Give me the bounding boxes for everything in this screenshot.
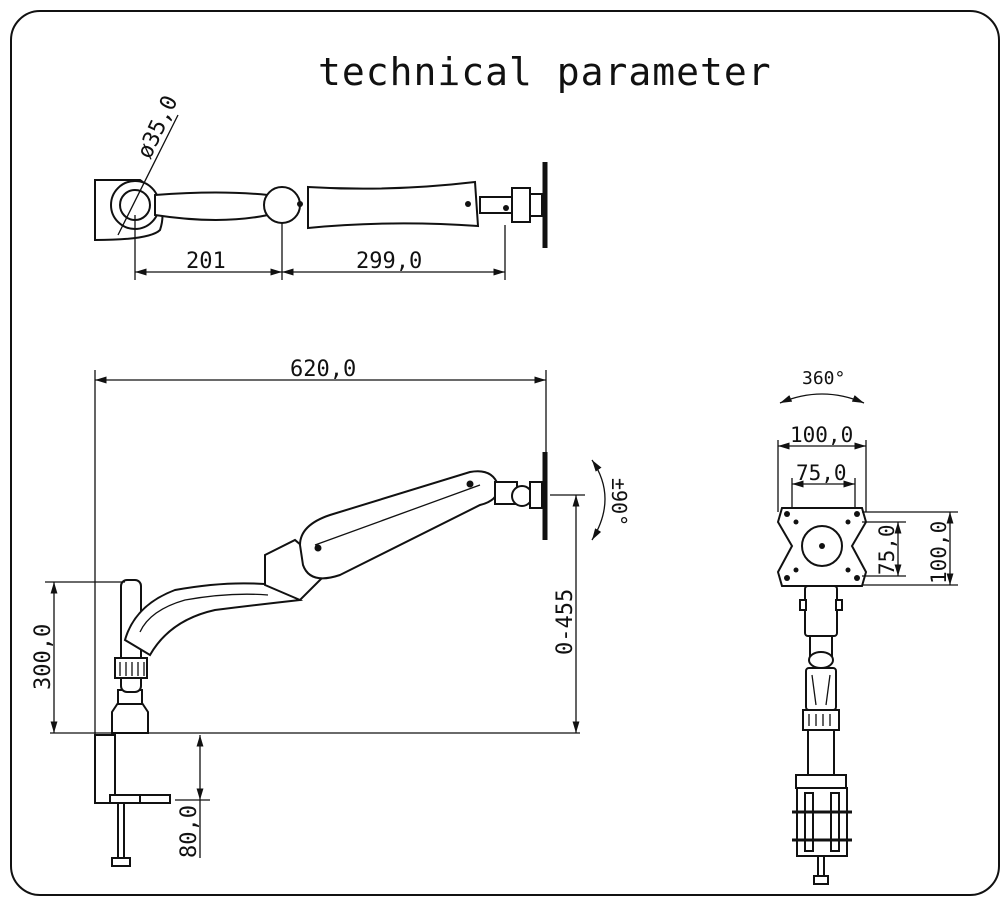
side-view: 620,0 ±90° [31,357,631,867]
front-clamp-slot-left [804,792,814,852]
front-base [795,774,847,789]
front-arm-detail [811,674,831,706]
tilt-label: ±90° [607,478,631,526]
front-bracket-tab-right [835,599,843,611]
top-arm-screw [465,201,471,207]
upper-arm-screw-1 [314,544,322,552]
clamp-knob [111,857,131,867]
front-pole [807,729,835,776]
vesa-h75-label: 75,0 [875,524,899,575]
top-arm-1 [154,191,269,221]
vesa-hole-5 [793,519,799,525]
side-vesa-connector [529,481,543,509]
front-view: 360° 100,0 75,0 100,0 75,0 [776,368,958,885]
reach-label: 620,0 [290,357,356,382]
top-vesa-connector [529,193,543,217]
top-arm-2-label: 299,0 [356,249,422,274]
upper-arm-screw-2 [466,480,474,488]
front-elbow-knob [808,651,834,669]
vesa-h100-label: 100,0 [927,521,951,584]
clamp-pad [109,794,141,804]
front-arm-body [805,667,837,711]
height-range-label: 0-455 [553,589,578,655]
front-clamp-knob [813,875,829,885]
side-upper-arm [298,470,500,580]
top-tilt-bracket [511,187,531,223]
top-arm-2 [307,180,480,230]
side-lower-arm [123,582,304,657]
pole-height-label: 300,0 [31,624,56,690]
vesa-hole-8 [845,567,851,573]
vesa-hole-1 [784,511,790,517]
top-joint-screw [297,201,303,207]
vesa-hole-6 [845,519,851,525]
top-view: ø35,0 201 299,0 [94,92,548,280]
rotation-label: 360° [802,368,845,389]
vesa-w100-label: 100,0 [790,423,853,447]
vesa-center-hole [819,543,825,549]
front-clamp-slot-right [830,792,840,852]
top-arm-1-label: 201 [186,249,226,274]
lower-arm-edge [139,593,269,633]
side-clamp [94,734,171,804]
vesa-w75-label: 75,0 [796,461,847,485]
clamp-screw [117,802,125,859]
upper-arm-edge [314,484,481,546]
drawing-frame [10,10,1000,896]
front-clamp-screw [817,855,825,877]
page-title: technical parameter [318,50,772,94]
front-bracket-tab-left [799,599,807,611]
vesa-hole-2 [854,511,860,517]
vesa-hole-4 [854,575,860,581]
side-elbow [264,538,332,602]
diameter-leader [117,114,179,236]
pole-diameter-label: ø35,0 [133,92,184,163]
tilt-arrow [591,459,606,541]
clamp-label: 80,0 [177,805,202,858]
top-joint [263,186,301,224]
vesa-hole-7 [793,567,799,573]
pole-lock-ring [114,657,148,679]
rotation-arrow [779,393,865,404]
front-tilt-bracket [804,585,838,637]
vesa-hole-3 [784,575,790,581]
top-tilt-screw [503,205,509,211]
